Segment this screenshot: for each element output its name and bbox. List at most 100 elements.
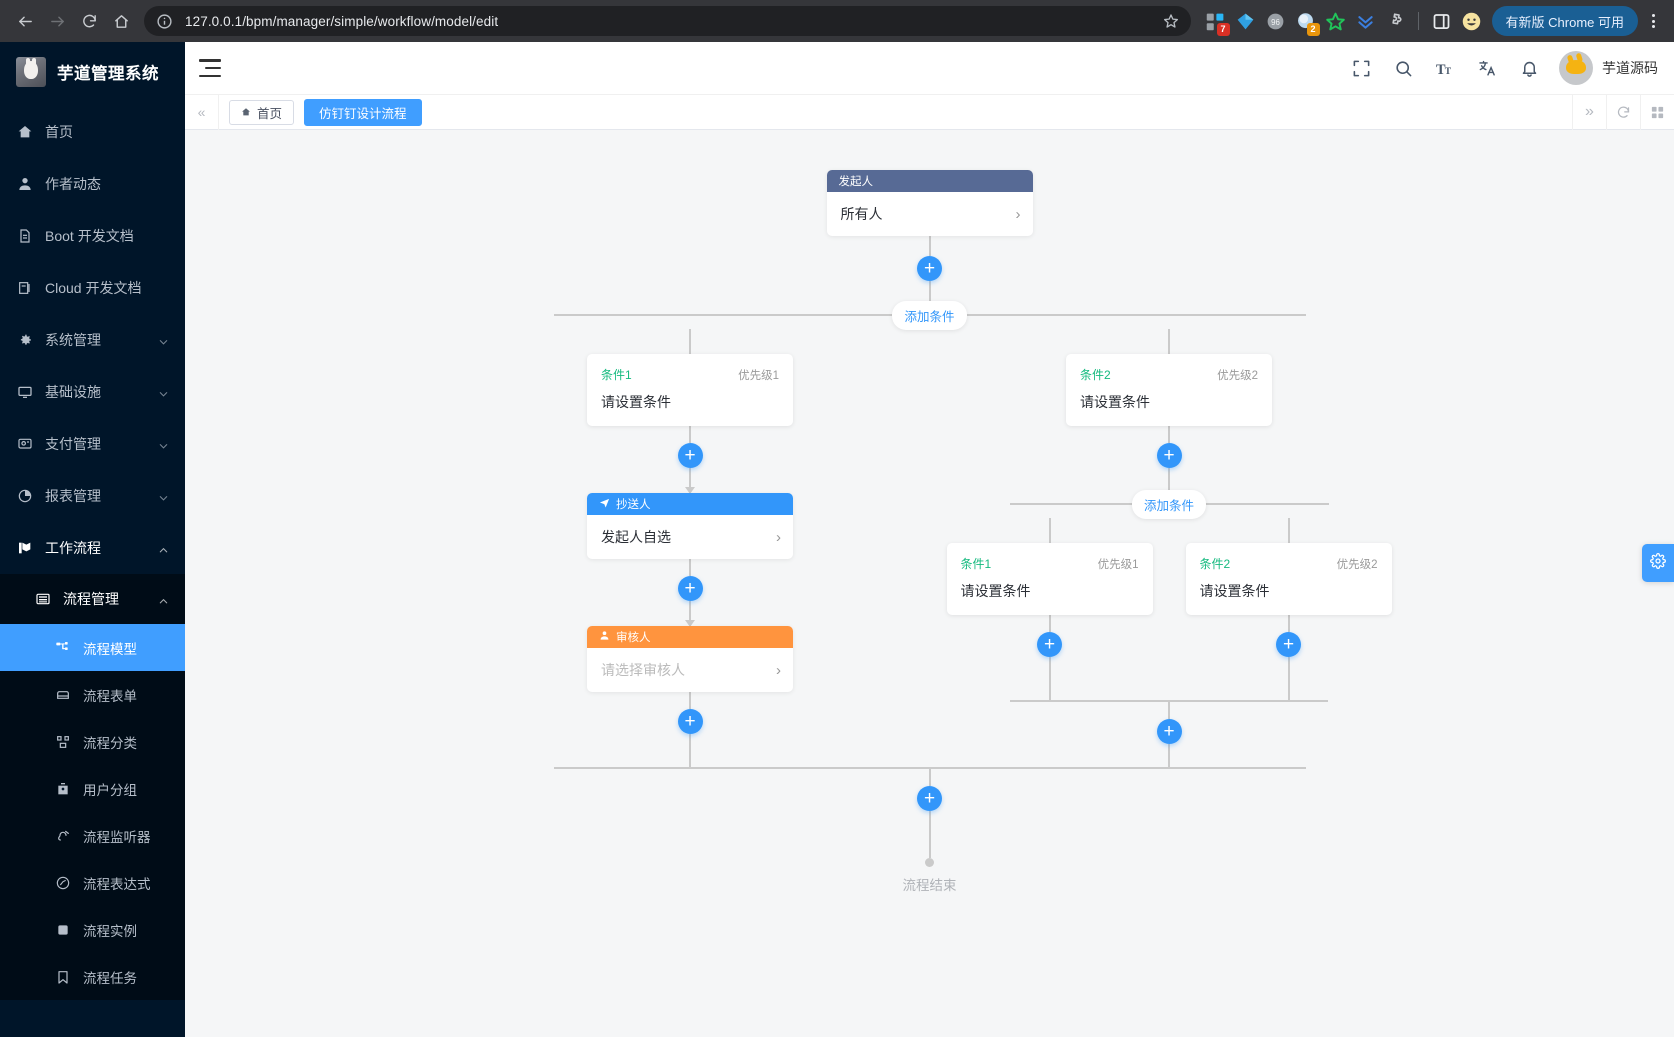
add-node-button[interactable]: + xyxy=(678,709,703,734)
fullscreen-icon[interactable] xyxy=(1351,58,1371,78)
square-icon xyxy=(54,921,72,939)
node-header: 抄送人 xyxy=(587,493,793,515)
sidebar-item-payment[interactable]: 支付管理 xyxy=(0,418,185,470)
add-node-button[interactable]: + xyxy=(917,256,942,281)
sidebar-item-author[interactable]: 作者动态 xyxy=(0,158,185,210)
extension-diamond-icon[interactable] xyxy=(1235,11,1256,32)
add-node-button[interactable]: + xyxy=(678,443,703,468)
branch-column-2-2: 条件2 优先级2 请设置条件 + xyxy=(1169,518,1408,702)
sidebar-item-label: 流程分类 xyxy=(83,732,169,752)
add-node-button[interactable]: + xyxy=(1157,443,1182,468)
sidebar-item-user-group[interactable]: 用户分组 xyxy=(0,765,185,812)
add-node-button[interactable]: + xyxy=(678,576,703,601)
user-menu[interactable]: 芋道源码 xyxy=(1559,51,1658,85)
approver-node[interactable]: 审核人 请选择审核人 › xyxy=(587,626,793,692)
hamburger-icon[interactable] xyxy=(199,59,221,77)
chevron-down-icon xyxy=(158,439,169,450)
end-label: 流程结束 xyxy=(903,874,957,894)
home-icon[interactable] xyxy=(106,6,136,36)
profile-emoji-icon[interactable] xyxy=(1461,11,1482,32)
add-node-button[interactable]: + xyxy=(917,786,942,811)
sidebar-item-infrastructure[interactable]: 基础设施 xyxy=(0,366,185,418)
header-icon-group: TT xyxy=(1351,58,1539,78)
listener-icon xyxy=(54,827,72,845)
svg-text:96: 96 xyxy=(1271,18,1280,27)
node-header: 发起人 xyxy=(827,170,1033,192)
extension-grid-icon[interactable]: 7 xyxy=(1205,11,1226,32)
expression-icon xyxy=(54,874,72,892)
font-size-icon[interactable]: TT xyxy=(1435,58,1455,78)
sidebar-item-cloud-doc[interactable]: Cloud 开发文档 xyxy=(0,262,185,314)
double-chevron-right-icon[interactable]: » xyxy=(1572,95,1606,130)
refresh-icon[interactable] xyxy=(1606,95,1640,130)
main-area: TT 芋道源码 « 首页 仿钉钉设计流程 xyxy=(185,42,1674,1037)
chrome-update-button[interactable]: 有新版 Chrome 可用 xyxy=(1492,6,1638,36)
extension-circle-icon[interactable]: 2 xyxy=(1295,11,1316,32)
tab-simple-workflow[interactable]: 仿钉钉设计流程 xyxy=(304,99,422,126)
extension-chevrons-down-icon[interactable] xyxy=(1355,11,1376,32)
url-text: 127.0.0.1/bpm/manager/simple/workflow/mo… xyxy=(185,14,1153,29)
condition-node-2-1[interactable]: 条件1 优先级1 请设置条件 xyxy=(947,543,1153,615)
node-body[interactable]: 所有人 › xyxy=(827,192,1033,236)
sidebar-item-system[interactable]: 系统管理 xyxy=(0,314,185,366)
settings-flap-button[interactable] xyxy=(1642,544,1674,582)
sidebar-item-process-form[interactable]: 流程表单 xyxy=(0,671,185,718)
back-arrow-icon[interactable] xyxy=(10,6,40,36)
sidebar-item-label: 流程模型 xyxy=(83,638,169,658)
bookmark-star-icon[interactable] xyxy=(1163,13,1179,29)
condition-node-1[interactable]: 条件1 优先级1 请设置条件 xyxy=(587,354,793,426)
add-condition-button-outer[interactable]: 添加条件 xyxy=(892,301,966,330)
gear-icon xyxy=(16,331,34,349)
grid-layout-icon[interactable] xyxy=(1640,95,1674,130)
node-body[interactable]: 发起人自选 › xyxy=(587,515,793,559)
bell-icon[interactable] xyxy=(1519,58,1539,78)
sidebar-item-process-model[interactable]: 流程模型 xyxy=(0,624,185,671)
chevron-up-icon xyxy=(158,543,169,554)
sidebar-item-label: 流程管理 xyxy=(63,589,158,609)
home-icon xyxy=(241,107,251,117)
add-condition-button-inner[interactable]: 添加条件 xyxy=(1132,490,1206,519)
sidebar-item-workflow[interactable]: 工作流程 xyxy=(0,522,185,574)
side-panel-icon[interactable] xyxy=(1431,11,1452,32)
search-icon[interactable] xyxy=(1393,58,1413,78)
sidebar-item-report[interactable]: 报表管理 xyxy=(0,470,185,522)
breadcrumb: « 首页 仿钉钉设计流程 » xyxy=(185,94,1674,130)
condition-node-2[interactable]: 条件2 优先级2 请设置条件 xyxy=(1066,354,1272,426)
add-node-button[interactable]: + xyxy=(1037,632,1062,657)
add-node-button[interactable]: + xyxy=(1157,719,1182,744)
initiator-node[interactable]: 发起人 所有人 › xyxy=(827,170,1033,236)
brand[interactable]: 芋道管理系统 xyxy=(0,46,185,98)
forward-arrow-icon[interactable] xyxy=(42,6,72,36)
sidebar-item-process-category[interactable]: 流程分类 xyxy=(0,718,185,765)
flow-canvas[interactable]: 发起人 所有人 › + 添加条件 xyxy=(185,130,1674,1037)
sidebar-item-label: 首页 xyxy=(45,122,169,142)
condition-name: 条件2 xyxy=(1200,555,1231,572)
copy-node[interactable]: 抄送人 发起人自选 › xyxy=(587,493,793,559)
sidebar-item-label: 报表管理 xyxy=(45,486,158,506)
extension-globe-icon[interactable]: 96 xyxy=(1265,11,1286,32)
extensions-puzzle-icon[interactable] xyxy=(1385,11,1406,32)
sidebar-item-label: 系统管理 xyxy=(45,330,158,350)
translate-icon[interactable] xyxy=(1477,58,1497,78)
sidebar-item-process-manage[interactable]: 流程管理 xyxy=(0,574,185,624)
sidebar-item-boot-doc[interactable]: Boot 开发文档 xyxy=(0,210,185,262)
site-info-icon[interactable] xyxy=(156,13,173,30)
end-dot-icon xyxy=(925,858,934,867)
address-bar[interactable]: 127.0.0.1/bpm/manager/simple/workflow/mo… xyxy=(144,6,1191,36)
node-body[interactable]: 请选择审核人 › xyxy=(587,648,793,692)
extension-star-icon[interactable] xyxy=(1325,11,1346,32)
sidebar-item-process-expression[interactable]: 流程表达式 xyxy=(0,859,185,906)
sidebar-item-label: 用户分组 xyxy=(83,779,169,799)
sidebar-item-process-instance[interactable]: 流程实例 xyxy=(0,906,185,953)
condition-node-2-2[interactable]: 条件2 优先级2 请设置条件 xyxy=(1186,543,1392,615)
chrome-menu-icon[interactable] xyxy=(1642,14,1664,28)
sidebar-item-process-listener[interactable]: 流程监听器 xyxy=(0,812,185,859)
reload-icon[interactable] xyxy=(74,6,104,36)
tab-home[interactable]: 首页 xyxy=(229,100,294,125)
add-node-button[interactable]: + xyxy=(1276,632,1301,657)
sidebar-item-home[interactable]: 首页 xyxy=(0,106,185,158)
double-chevron-left-icon[interactable]: « xyxy=(185,95,219,130)
branch-columns-inner: 条件1 优先级1 请设置条件 + xyxy=(930,518,1408,702)
sidebar-menu: 首页 作者动态 Boot 开发文档 Cloud 开发文档 系统管理 xyxy=(0,98,185,1000)
sidebar-item-process-task[interactable]: 流程任务 xyxy=(0,953,185,1000)
